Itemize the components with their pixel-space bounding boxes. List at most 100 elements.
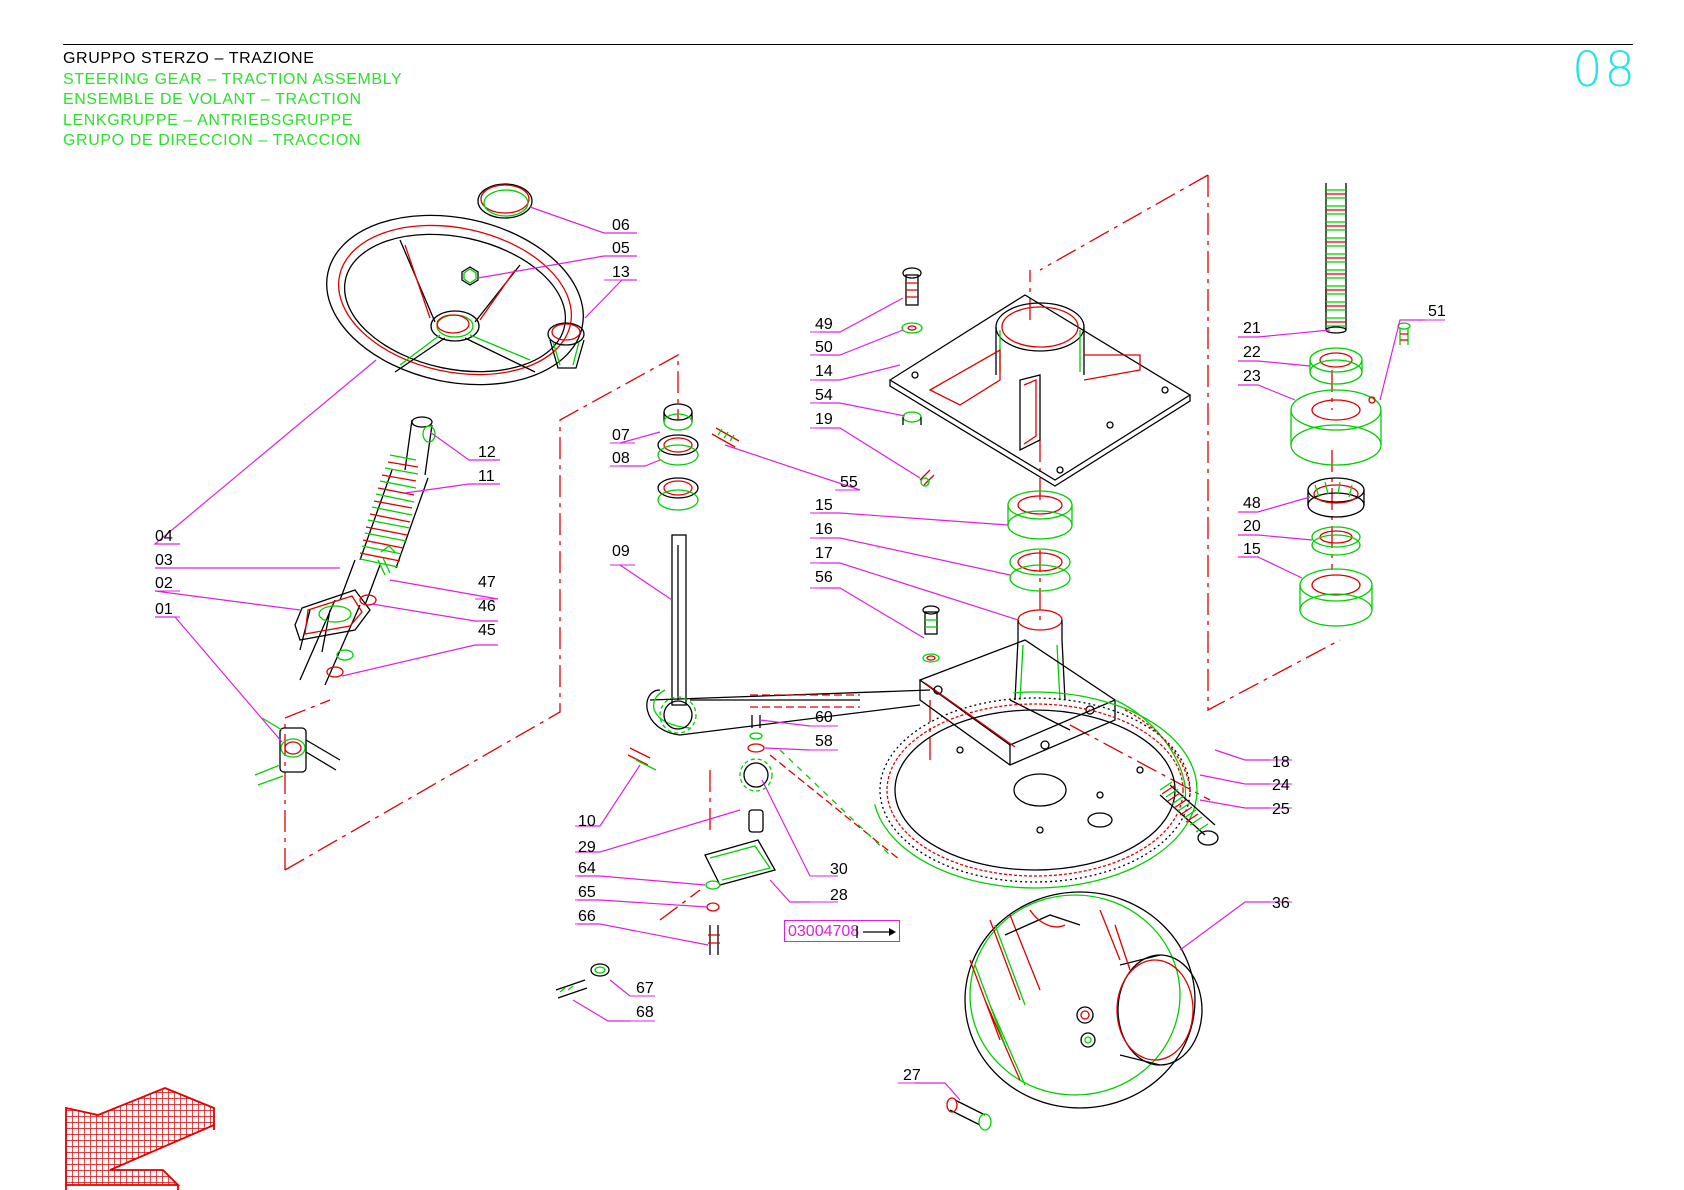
- reference-code: 03004708: [788, 923, 860, 940]
- part-label: 55: [840, 474, 858, 491]
- vertical-shaft: [671, 534, 687, 706]
- threaded-shaft-21: [1325, 183, 1347, 334]
- bolt-56: [922, 605, 940, 663]
- part-label: 18: [1272, 754, 1290, 771]
- collar-23: [1290, 389, 1382, 466]
- header-rule: [63, 44, 1633, 45]
- part-label: 64: [578, 860, 596, 877]
- spring-25: [1159, 781, 1219, 846]
- part-label: 28: [830, 887, 848, 904]
- part-label: 22: [1243, 344, 1261, 361]
- back-arrow-icon[interactable]: [65, 1087, 215, 1190]
- grease-fitting: [919, 469, 935, 487]
- set-screw: [711, 427, 740, 448]
- part-label: 45: [478, 622, 496, 639]
- part-label: 50: [815, 339, 833, 356]
- arrow-right-icon: [856, 926, 896, 938]
- spinner-knob: [547, 322, 585, 369]
- bellows: [359, 454, 419, 568]
- part-label: 07: [612, 427, 630, 444]
- column-flange: [294, 589, 371, 641]
- part-label: 48: [1243, 495, 1261, 512]
- assembly-frames: [284, 174, 1341, 921]
- part-label: 24: [1272, 777, 1290, 794]
- part-label: 54: [815, 387, 833, 404]
- part-label: 47: [478, 574, 496, 591]
- part-label: 02: [155, 575, 173, 592]
- part-label: 36: [1272, 895, 1290, 912]
- page-number: 08: [1572, 42, 1638, 98]
- part-label: 16: [815, 521, 833, 538]
- part-label: 15: [815, 497, 833, 514]
- part-label: 06: [612, 217, 630, 234]
- part-label: 67: [636, 980, 654, 997]
- bearing-stack-left: [657, 403, 699, 511]
- part-label: 56: [815, 569, 833, 586]
- part-label: 17: [815, 545, 833, 562]
- mounting-plate: [888, 294, 1192, 487]
- bolt-51: [1397, 322, 1411, 345]
- part-label: 03: [155, 552, 173, 569]
- part-label: 27: [903, 1067, 921, 1084]
- part-label: 09: [612, 543, 630, 560]
- leader-lines: [153, 206, 1425, 1101]
- ring-20: [1311, 526, 1361, 556]
- axle-pin-27: [946, 1097, 992, 1131]
- label-underlines: [155, 232, 1445, 1084]
- title-english: STEERING GEAR – TRACTION ASSEMBLY: [63, 70, 403, 88]
- chain-links-loose: [627, 747, 657, 771]
- part-label: 25: [1272, 801, 1290, 818]
- part-label: 23: [1243, 368, 1261, 385]
- steering-wheel: [326, 214, 584, 386]
- tensioner-bracket: [704, 839, 776, 955]
- sprocket-main: [659, 696, 697, 734]
- part-label: 66: [578, 908, 596, 925]
- washer-22: [1309, 347, 1363, 385]
- part-label: 13: [612, 264, 630, 281]
- part-label: 01: [155, 601, 173, 618]
- part-label: 11: [478, 468, 495, 485]
- bearing-15-right: [1299, 568, 1373, 627]
- part-label: 30: [830, 861, 848, 878]
- part-label: 04: [155, 528, 173, 545]
- part-label: 65: [578, 884, 596, 901]
- part-label: 08: [612, 450, 630, 467]
- outer-gear-segment: [1114, 699, 1191, 801]
- nut-48: [1307, 477, 1365, 518]
- part-label: 19: [815, 411, 833, 428]
- part-label: 46: [478, 598, 496, 615]
- part-label: 60: [815, 709, 833, 726]
- small-bolts-left: [326, 425, 436, 678]
- hex-nut: [461, 266, 479, 286]
- part-label: 21: [1243, 320, 1261, 337]
- part-label: 15: [1243, 541, 1261, 558]
- chain-loop: [646, 689, 931, 861]
- title-french: ENSEMBLE DE VOLANT – TRACTION: [63, 91, 362, 108]
- universal-joint: [254, 717, 341, 786]
- part-label: 14: [815, 363, 833, 380]
- title-block: GRUPPO STERZO – TRAZIONE STEERING GEAR –…: [63, 49, 402, 152]
- part-labels: 06 05 13 12 11 04 03 02 01 47 46 45 07 0…: [155, 217, 1446, 1084]
- bolt-67-68: [555, 963, 610, 999]
- steering-column: [299, 416, 433, 686]
- part-label: 05: [612, 240, 630, 257]
- part-label: 51: [1428, 303, 1446, 320]
- title-spanish: GRUPO DE DIRECCION – TRACCION: [63, 132, 362, 149]
- idler-sprocket: [739, 715, 773, 833]
- part-label: 10: [578, 813, 596, 830]
- drive-wheel: [964, 891, 1203, 1109]
- title-italian: GRUPPO STERZO – TRAZIONE: [63, 50, 315, 67]
- part-label: 49: [815, 316, 833, 333]
- part-label: 68: [636, 1004, 654, 1021]
- part-label: 12: [478, 444, 496, 461]
- part-label: 20: [1243, 518, 1261, 535]
- pivot-post: [1014, 609, 1066, 701]
- reference-code-box: 03004708: [784, 920, 900, 942]
- bearing-15-16: [1007, 490, 1073, 592]
- part-label: 29: [578, 839, 596, 856]
- title-german: LENKGRUPPE – ANTRIEBSGRUPPE: [63, 111, 354, 129]
- part-label: 58: [815, 733, 833, 750]
- bolt-49: [901, 267, 923, 425]
- horn-cap: [477, 183, 533, 219]
